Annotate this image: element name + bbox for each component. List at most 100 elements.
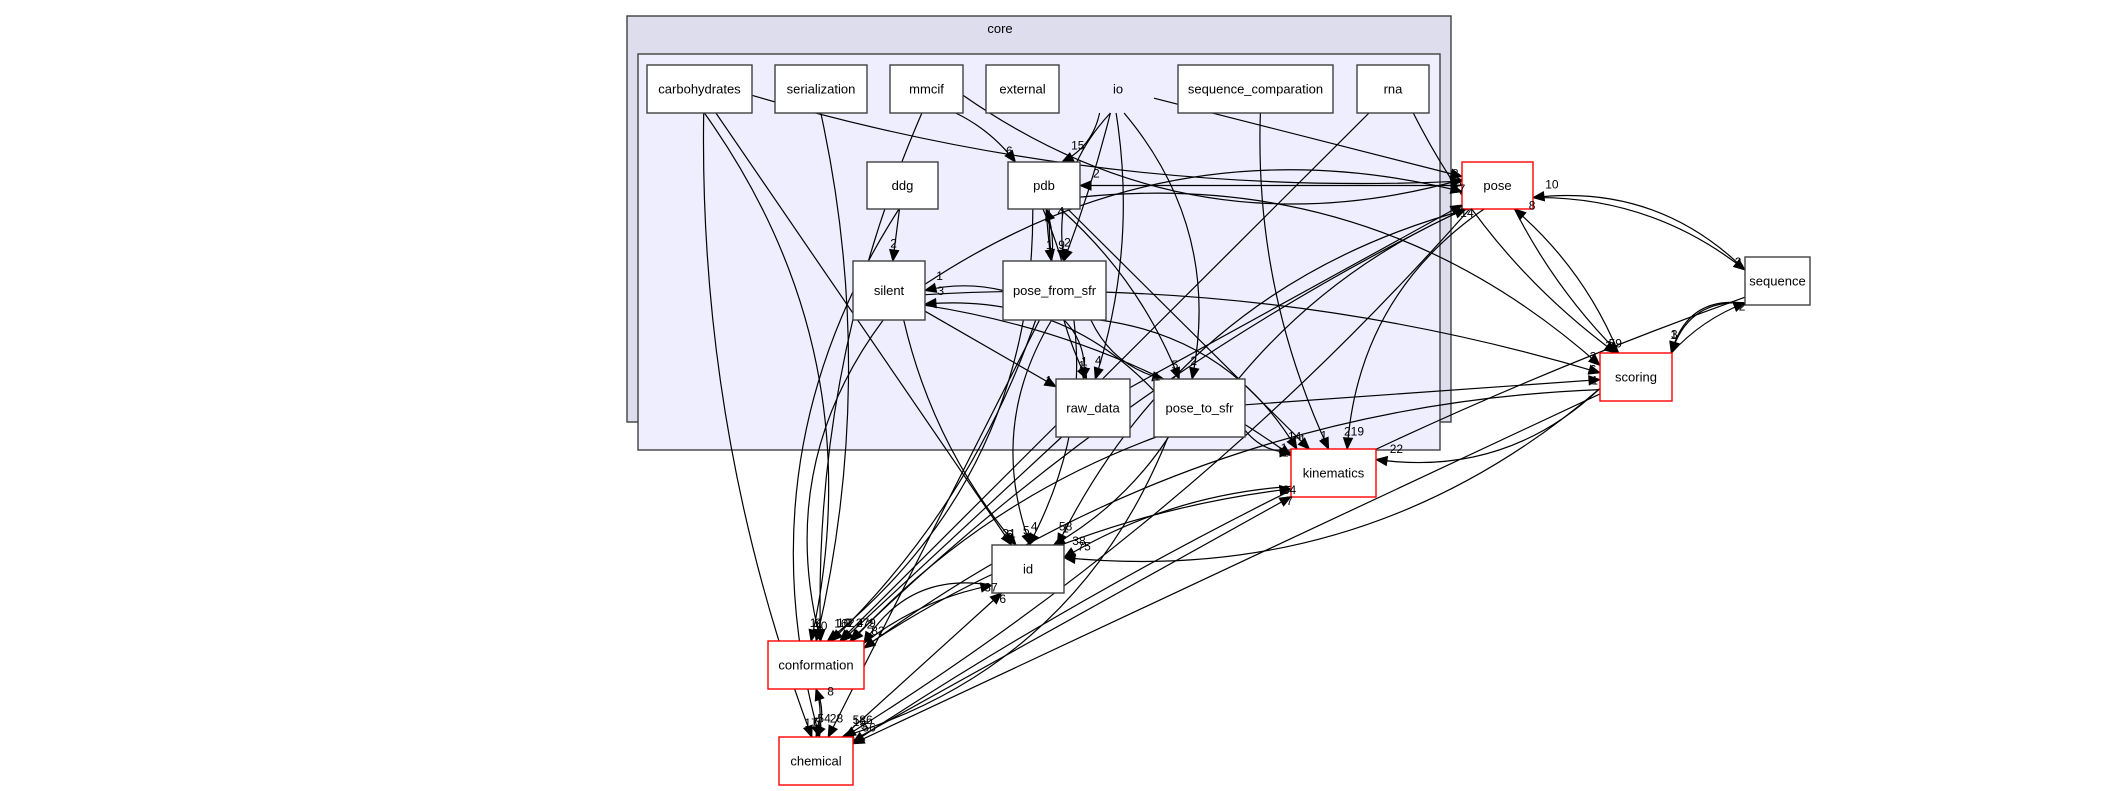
edge-pose-to-sequence[interactable] xyxy=(1532,196,1746,271)
edge-pose-to-sfr-to-scoring[interactable] xyxy=(1244,379,1601,406)
node-carbohydrates[interactable]: carbohydrates xyxy=(646,64,753,114)
edge-count-label[interactable]: 6 xyxy=(999,592,1006,606)
node-box[interactable] xyxy=(991,544,1065,594)
node-silent[interactable]: silent xyxy=(852,260,926,321)
edge-count-label[interactable]: 75 xyxy=(1078,540,1092,554)
node-raw-data[interactable]: raw_data xyxy=(1055,378,1131,438)
edge-sequence-comparation-to-kinematics[interactable] xyxy=(1259,112,1330,450)
edge-count-label[interactable]: 586 xyxy=(853,713,873,727)
edge-scoring-to-pose[interactable] xyxy=(1514,208,1620,354)
node-box[interactable] xyxy=(1002,260,1107,321)
edge-count-label[interactable]: 2 xyxy=(1735,255,1742,269)
edge-count-label[interactable]: 5 xyxy=(861,719,868,733)
edge-count-label[interactable]: 4 xyxy=(1095,354,1102,368)
edge-count-label[interactable]: 10 xyxy=(837,616,851,630)
edge-pose-from-sfr-to-id[interactable] xyxy=(1012,319,1053,546)
edge-pdb-to-pose-to-sfr[interactable] xyxy=(1060,208,1180,380)
node-box[interactable] xyxy=(646,64,753,114)
edge-silent-to-raw-data[interactable] xyxy=(924,310,1057,388)
node-box[interactable] xyxy=(866,161,939,210)
edge-pdb-to-kinematics[interactable] xyxy=(1067,208,1310,450)
edge-count-label[interactable]: 21 xyxy=(1002,526,1016,540)
edge-count-label[interactable]: 10 xyxy=(814,619,828,633)
edge-count-label[interactable]: 16 xyxy=(834,616,848,630)
edge-conformation-to-kinematics[interactable] xyxy=(863,488,1292,648)
edge-count-label[interactable]: 6 xyxy=(813,715,820,729)
edge-count-label[interactable]: 3 xyxy=(937,284,944,298)
edge-count-label[interactable]: 2 xyxy=(890,236,897,250)
edge-count-label[interactable]: 54 xyxy=(817,712,831,726)
node-box[interactable] xyxy=(1356,64,1430,114)
edge-count-label[interactable]: 4 xyxy=(1031,520,1038,534)
edge-count-label[interactable]: 58 xyxy=(1059,520,1073,534)
node-box[interactable] xyxy=(852,260,926,321)
node-box[interactable] xyxy=(1177,64,1334,114)
edge-count-label[interactable]: 1 xyxy=(1592,373,1599,387)
edge-carbohydrates-to-id[interactable] xyxy=(715,112,1013,546)
node-sequence[interactable]: sequence xyxy=(1744,256,1811,306)
edge-count-label[interactable]: 6 xyxy=(1590,362,1597,376)
edge-carbohydrates-to-conformation[interactable] xyxy=(703,112,830,642)
node-rna[interactable]: rna xyxy=(1356,64,1430,114)
edge-count-label[interactable]: 6 xyxy=(1006,527,1013,541)
edge-count-label[interactable]: 1 xyxy=(936,269,943,283)
edge-sequence-to-pose[interactable] xyxy=(1532,194,1746,271)
edge-count-label[interactable]: 1 xyxy=(1670,328,1677,342)
edge-count-label[interactable]: 1 xyxy=(1282,445,1289,459)
node-sequence-comparation[interactable]: sequence_comparation xyxy=(1177,64,1334,114)
edge-count-label[interactable]: 59 xyxy=(1609,336,1623,350)
edge-pose-from-sfr-to-kinematics[interactable] xyxy=(1099,319,1298,450)
edge-count-label[interactable]: 10 xyxy=(1545,177,1559,191)
edge-count-label[interactable]: 8 xyxy=(1529,199,1536,213)
edge-count-label[interactable]: 3 xyxy=(1671,328,1678,342)
edge-count-label[interactable]: 14 xyxy=(1288,430,1302,444)
edge-count-label[interactable]: 56 xyxy=(862,721,876,735)
edge-silent-to-pose[interactable] xyxy=(924,169,1463,285)
edge-count-label[interactable]: 5 xyxy=(1023,524,1030,538)
node-kinematics[interactable]: kinematics xyxy=(1290,448,1377,498)
edge-count-label[interactable]: 7 xyxy=(1286,494,1293,508)
edge-chemical-to-id[interactable] xyxy=(842,592,1002,738)
edge-count-label[interactable]: 1 xyxy=(1062,521,1069,535)
edge-count-label[interactable]: 2 xyxy=(1093,167,1100,181)
edge-count-label[interactable]: 2 xyxy=(867,618,874,632)
edge-pose-to-sfr-to-id[interactable] xyxy=(1053,436,1170,546)
edge-count-label[interactable]: 2 xyxy=(1190,354,1197,368)
edge-conformation-to-id[interactable] xyxy=(863,584,993,644)
edge-count-label[interactable]: 34 xyxy=(1283,483,1297,497)
node-serialization[interactable]: serialization xyxy=(774,64,868,114)
node-box[interactable] xyxy=(774,64,868,114)
edge-rna-to-scoring[interactable] xyxy=(1412,112,1617,354)
edge-io-to-raw-data[interactable] xyxy=(1094,112,1124,380)
edge-count-label[interactable]: 37 xyxy=(1452,182,1466,196)
edge-count-label[interactable]: 82 xyxy=(871,624,885,638)
edge-count-label[interactable]: 4 xyxy=(1058,204,1065,218)
edge-count-label[interactable]: 6 xyxy=(1006,144,1013,158)
edge-count-label[interactable]: 1 xyxy=(1281,441,1288,455)
edge-count-label[interactable]: 38 xyxy=(1072,534,1086,548)
edge-pose-to-conformation[interactable] xyxy=(849,208,1465,642)
edge-count-label[interactable]: 4 xyxy=(857,616,864,630)
node-mmcif[interactable]: mmcif xyxy=(889,64,964,114)
node-scoring[interactable]: scoring xyxy=(1599,352,1673,402)
edge-count-label[interactable]: 17 xyxy=(804,716,818,730)
node-conformation[interactable]: conformation xyxy=(767,640,865,690)
edge-mmcif-to-pose[interactable] xyxy=(962,94,1463,205)
edge-count-label[interactable]: 28 xyxy=(830,712,844,726)
edge-pose-to-scoring[interactable] xyxy=(1513,208,1620,354)
node-box[interactable] xyxy=(1461,161,1534,210)
node-box[interactable] xyxy=(1007,161,1081,210)
edge-io-to-pose-from-sfr[interactable] xyxy=(1063,112,1111,262)
edge-pose-to-id[interactable] xyxy=(1056,208,1469,546)
edge-kinematics-to-id[interactable] xyxy=(1063,485,1292,559)
edge-serialization-to-conformation[interactable] xyxy=(815,112,850,642)
edge-count-label[interactable]: 8 xyxy=(1455,175,1462,189)
edge-silent-to-kinematics[interactable] xyxy=(924,304,1292,457)
node-box[interactable] xyxy=(778,736,854,786)
edge-carbohydrates-to-pose[interactable] xyxy=(751,94,1463,185)
edge-count-label[interactable]: 2 xyxy=(1064,236,1071,250)
node-box[interactable] xyxy=(1599,352,1673,402)
edge-raw-data-to-pose[interactable] xyxy=(1129,204,1463,389)
node-box[interactable] xyxy=(1055,378,1131,438)
edge-pose-to-chemical[interactable] xyxy=(844,208,1471,738)
